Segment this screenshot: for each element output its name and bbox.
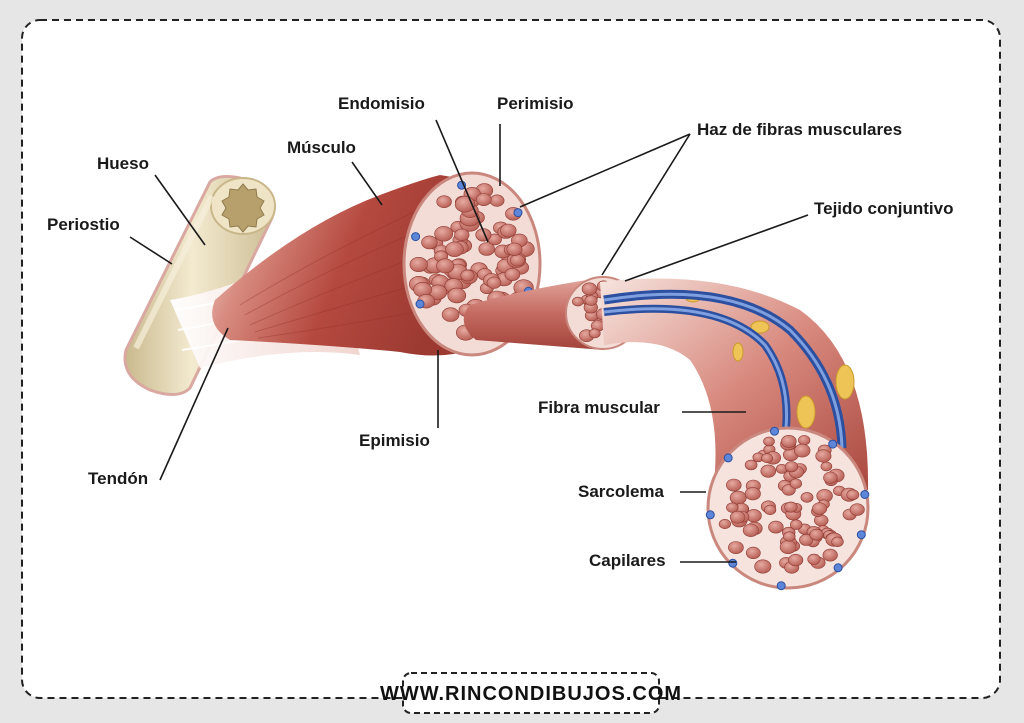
label-fibra-muscular: Fibra muscular xyxy=(538,398,660,417)
cell xyxy=(409,256,428,272)
cell xyxy=(475,228,492,242)
cell xyxy=(799,534,814,546)
muscle-fascicles xyxy=(408,180,535,341)
cell xyxy=(441,307,460,322)
cell xyxy=(789,519,803,530)
cell xyxy=(744,459,758,471)
cell xyxy=(783,531,796,542)
cell xyxy=(831,536,844,547)
cell xyxy=(846,489,860,501)
capillary-dot xyxy=(833,563,843,573)
cell xyxy=(726,502,739,513)
cell xyxy=(754,559,772,574)
cell xyxy=(421,235,438,250)
cell xyxy=(800,492,814,503)
leader-lines xyxy=(129,119,809,563)
cell xyxy=(434,226,454,242)
footer-badge: WWW.RINCONDIBUJOS.COM xyxy=(380,672,682,714)
cell xyxy=(510,254,525,267)
cell xyxy=(436,195,452,208)
cell xyxy=(506,242,523,256)
cell xyxy=(478,242,495,256)
cell xyxy=(486,276,502,289)
cell xyxy=(581,282,598,296)
cell xyxy=(729,490,747,505)
footer-url: WWW.RINCONDIBUJOS.COM xyxy=(380,683,682,705)
label-capilares: Capilares xyxy=(589,551,666,570)
cell xyxy=(815,449,832,463)
capillary-dot xyxy=(828,439,838,449)
capillary-dot xyxy=(856,530,866,540)
cell xyxy=(460,269,475,282)
capillary-dot xyxy=(776,581,786,591)
nucleus xyxy=(796,395,816,429)
label-sarcolema: Sarcolema xyxy=(578,482,665,501)
cell xyxy=(588,328,601,339)
cell xyxy=(726,478,742,492)
label-tendon: Tendón xyxy=(88,469,148,488)
label-endomisio: Endomisio xyxy=(338,94,425,113)
cell xyxy=(809,528,824,541)
label-periostio: Periostio xyxy=(47,215,120,234)
cell xyxy=(763,504,777,516)
capillary-dot xyxy=(728,558,738,568)
cell xyxy=(744,487,761,501)
bone-marrow-cavity xyxy=(221,183,265,233)
cell xyxy=(780,434,797,448)
cell xyxy=(475,193,492,206)
myofibrils xyxy=(705,426,870,591)
cell xyxy=(500,223,517,238)
nucleus xyxy=(732,342,744,362)
cell xyxy=(742,523,759,537)
cell xyxy=(445,241,464,257)
label-epimisio: Epimisio xyxy=(359,431,430,450)
cell xyxy=(822,548,838,562)
cell xyxy=(784,461,799,473)
cell xyxy=(504,267,521,281)
cell xyxy=(728,541,744,554)
cell xyxy=(763,436,775,447)
cell xyxy=(718,518,732,529)
cell xyxy=(761,453,773,464)
cell xyxy=(784,501,798,513)
cell xyxy=(745,546,761,560)
bone-illustration xyxy=(123,175,276,396)
capillary-dot xyxy=(513,208,523,218)
cell xyxy=(807,553,821,565)
label-musculo: Músculo xyxy=(287,138,356,157)
cell xyxy=(788,553,804,567)
cell xyxy=(454,228,470,242)
capillary-dot xyxy=(770,426,779,436)
capillary-dot xyxy=(860,490,870,499)
cell xyxy=(849,503,865,516)
cell xyxy=(779,540,797,554)
cell xyxy=(729,510,746,524)
cell xyxy=(812,502,828,515)
cell xyxy=(436,258,455,274)
cell xyxy=(489,194,505,207)
cell xyxy=(798,435,811,446)
nucleus xyxy=(835,364,855,400)
cell xyxy=(820,461,833,472)
cell xyxy=(823,471,838,484)
label-tejido-conjuntivo: Tejido conjuntivo xyxy=(814,199,953,218)
label-perimisio: Perimisio xyxy=(497,94,574,113)
cell xyxy=(447,287,467,304)
cell xyxy=(572,296,584,307)
muscle-fiber-illustration xyxy=(600,278,870,591)
capillary-dot xyxy=(705,510,715,520)
cell xyxy=(793,443,811,458)
capillary-dot xyxy=(411,232,421,242)
cell xyxy=(768,520,784,534)
label-haz-de-fibras: Haz de fibras musculares xyxy=(697,120,902,139)
nucleus xyxy=(750,320,770,334)
label-hueso: Hueso xyxy=(97,154,149,173)
cell xyxy=(760,464,777,478)
capillary-dot xyxy=(415,299,425,309)
capillary-dot xyxy=(723,453,733,463)
cell xyxy=(789,478,803,489)
cell xyxy=(584,295,598,306)
